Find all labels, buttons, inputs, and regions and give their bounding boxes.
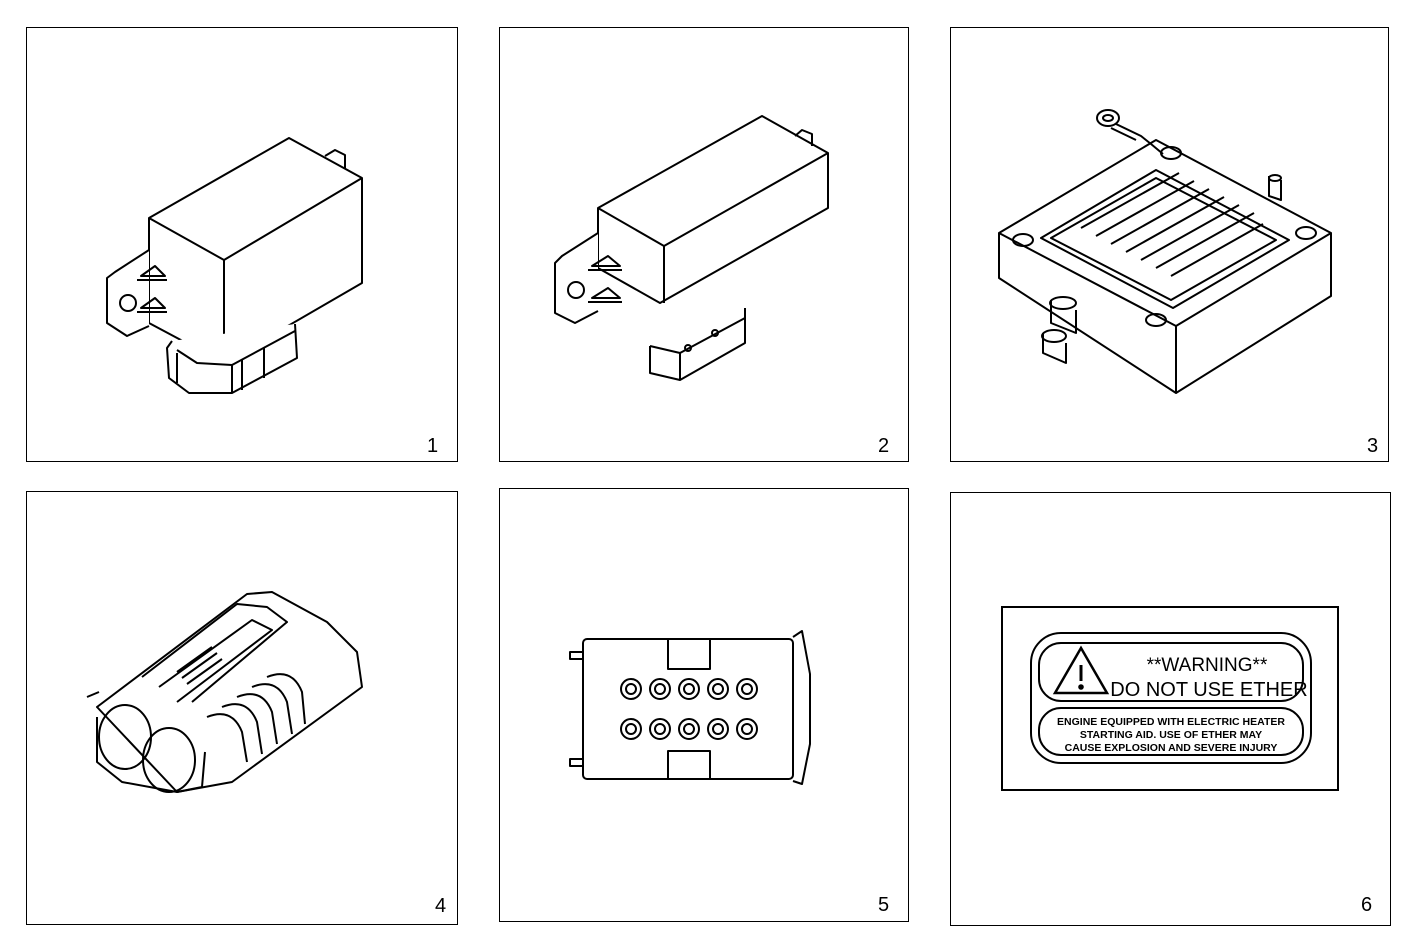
warning-heading: **WARNING** [1147, 655, 1268, 676]
panel-1: 1 [26, 27, 458, 462]
panel-5: 5 [499, 488, 909, 922]
panel-number: 6 [1361, 894, 1372, 916]
panel-number: 1 [427, 435, 438, 457]
warning-line-1: ENGINE EQUIPPED WITH ELECTRIC HEATER [1057, 716, 1285, 728]
panel-6: **WARNING** DO NOT USE ETHER ENGINE EQUI… [950, 492, 1391, 926]
panel-number: 2 [878, 435, 889, 457]
warning-label-icon: **WARNING** DO NOT USE ETHER ENGINE EQUI… [1001, 606, 1372, 916]
ten-pin-connector-icon: 5 [569, 630, 889, 916]
pin-cavities [620, 678, 758, 740]
warning-line-2: STARTING AID. USE OF ETHER MAY [1080, 729, 1262, 741]
warning-subheading: DO NOT USE ETHER [1110, 679, 1307, 701]
relay-module-icon: 1 [106, 137, 438, 457]
panel-3: 3 [950, 27, 1389, 462]
panel-2: 2 [499, 27, 909, 462]
panel-4: 4 [26, 491, 458, 925]
panel-number: 5 [878, 894, 889, 916]
panel-number: 4 [435, 895, 446, 917]
warning-line-3: CAUSE EXPLOSION AND SEVERE INJURY [1065, 742, 1278, 754]
panel-number: 3 [1367, 435, 1378, 457]
two-way-connector-icon: 4 [86, 591, 446, 917]
intake-heater-grid-icon: 3 [998, 109, 1378, 457]
relay-module-icon: 2 [554, 115, 889, 457]
